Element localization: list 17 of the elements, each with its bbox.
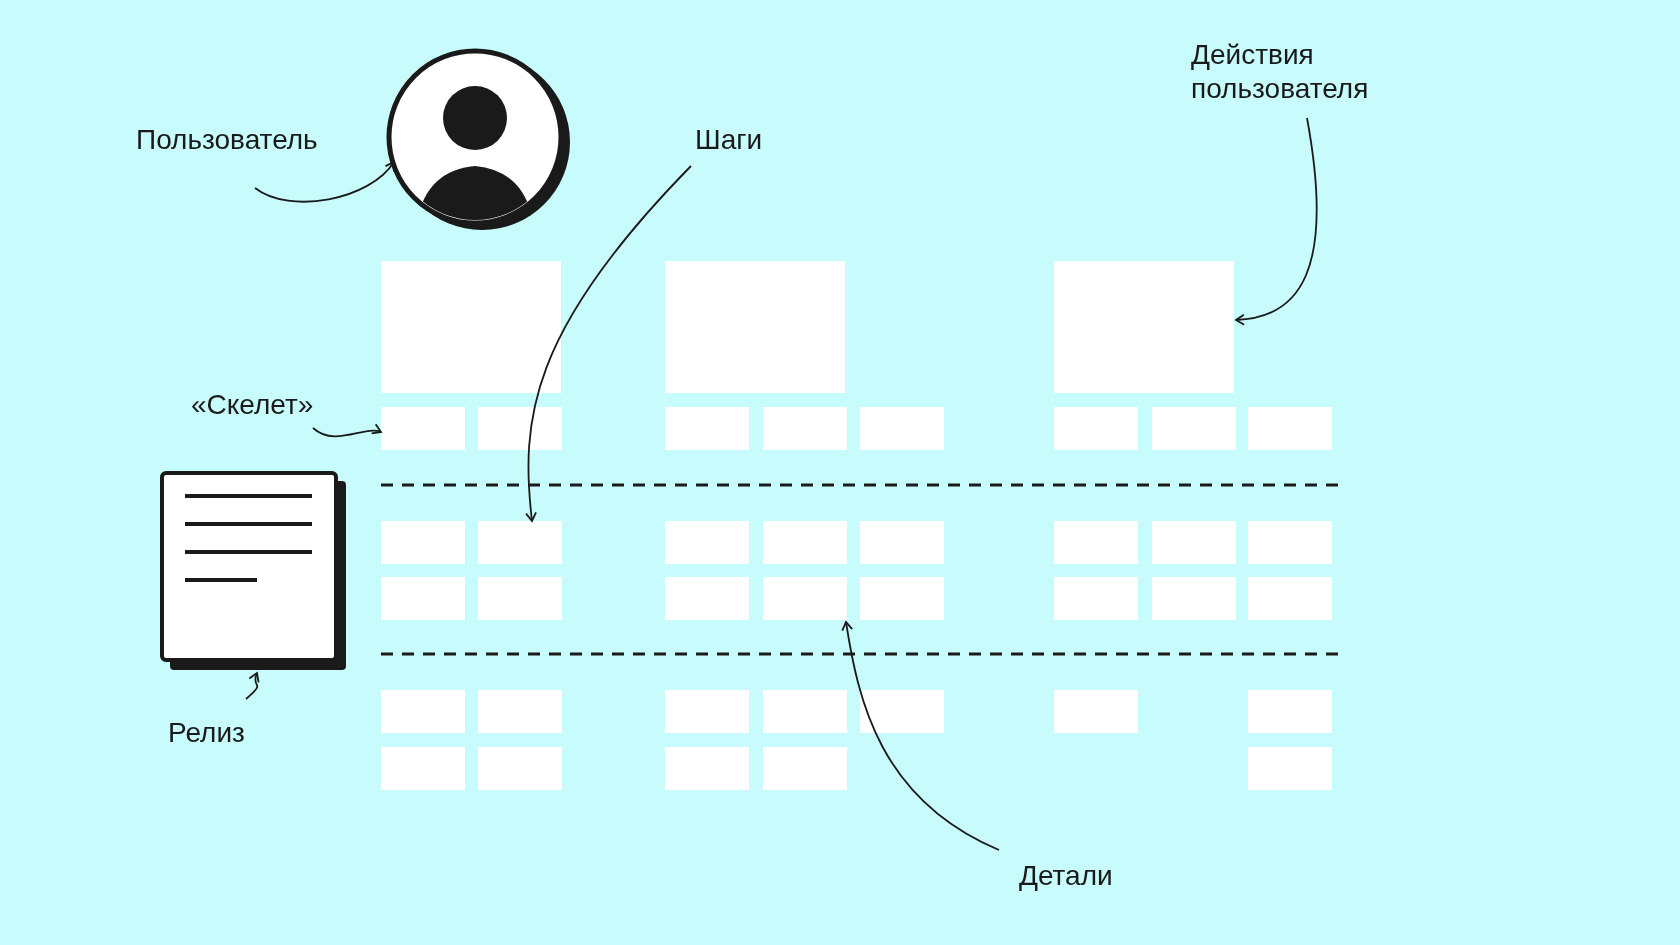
annotation-label: Детали <box>1019 859 1113 893</box>
story-card <box>1054 261 1234 393</box>
annotation-label: Действия пользователя <box>1191 38 1391 106</box>
leader-line <box>525 165 692 522</box>
leader-line <box>254 161 395 203</box>
document-icon <box>160 471 348 672</box>
annotation-label: Релиз <box>168 716 245 750</box>
annotation-label: «Скелет» <box>191 388 314 422</box>
leader-line <box>841 621 1000 851</box>
leader-line <box>312 424 382 438</box>
task-card <box>478 521 562 564</box>
annotation-label: Шаги <box>695 123 763 157</box>
leader-line <box>1235 117 1318 326</box>
leader-line <box>245 672 261 700</box>
task-card <box>381 407 465 450</box>
annotation-label: Пользователь <box>136 123 318 157</box>
task-card <box>763 577 847 620</box>
